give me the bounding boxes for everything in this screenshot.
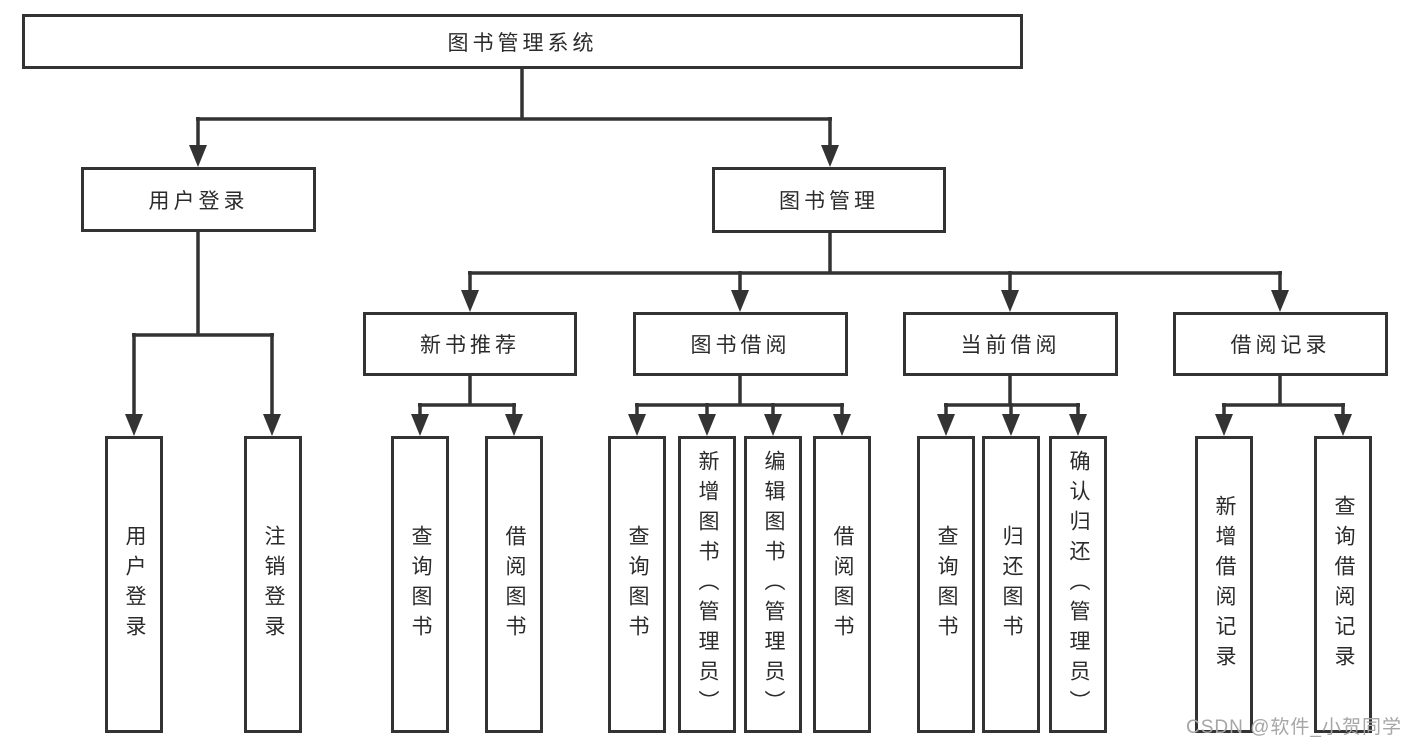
node-new-book-recommendation: 新书推荐: [363, 312, 577, 376]
leaf-user-login: 用户登录: [105, 436, 163, 733]
leaf-borrow-books-recommend: 借阅图书: [485, 436, 543, 733]
node-library-management-system: 图书管理系统: [22, 14, 1023, 69]
node-current-borrowing: 当前借阅: [903, 312, 1118, 376]
leaf-add-books-admin: 新增图书（管理员）: [678, 436, 736, 733]
node-book-management: 图书管理: [712, 167, 946, 233]
leaf-logout: 注销登录: [244, 436, 302, 733]
leaf-edit-books-admin: 编辑图书（管理员）: [744, 436, 802, 733]
leaf-query-books-current: 查询图书: [917, 436, 975, 733]
node-user-login: 用户登录: [81, 167, 316, 232]
csdn-watermark: CSDN @软件_小贺同学: [1186, 717, 1402, 738]
node-borrowing-records: 借阅记录: [1173, 312, 1388, 376]
leaf-confirm-return-admin: 确认归还（管理员）: [1049, 436, 1107, 733]
leaf-query-books-recommend: 查询图书: [391, 436, 449, 733]
node-book-borrowing: 图书借阅: [633, 312, 848, 376]
leaf-return-books: 归还图书: [982, 436, 1040, 733]
leaf-query-borrow-record: 查询借阅记录: [1314, 436, 1372, 733]
leaf-borrow-books-borrowing: 借阅图书: [813, 436, 871, 733]
leaf-query-books-borrowing: 查询图书: [608, 436, 666, 733]
leaf-add-borrow-record: 新增借阅记录: [1195, 436, 1253, 733]
